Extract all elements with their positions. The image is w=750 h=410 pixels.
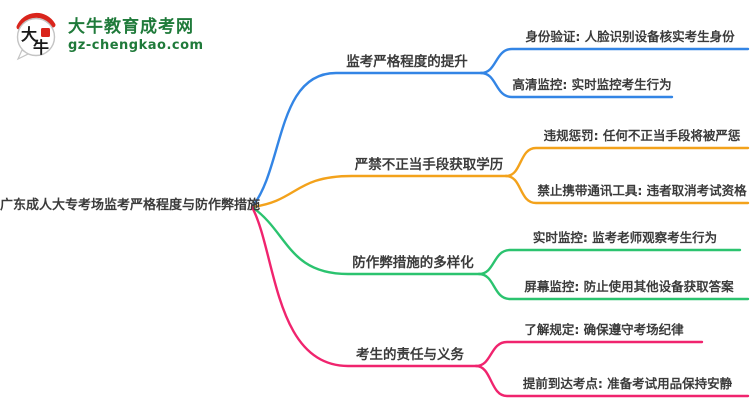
branch-2-child-2-label: 禁止携带通讯工具: 违者取消考试资格 bbox=[537, 183, 747, 198]
branch-4-child-1-line bbox=[474, 340, 704, 368]
logo-text-block: 大牛教育成考网 gz-chengkao.com bbox=[68, 16, 204, 54]
branch-3-child-2-label: 屏幕监控: 防止使用其他设备获取答案 bbox=[524, 279, 734, 294]
branch-2-curve bbox=[250, 174, 508, 209]
site-name: 大牛教育成考网 bbox=[68, 16, 194, 37]
branch-2-child-1-line bbox=[504, 146, 750, 178]
branch-4-label: 考生的责任与义务 bbox=[356, 347, 464, 363]
branch-2-child-2-line bbox=[504, 174, 750, 205]
branch-4-child-2-label: 提前到达考点: 准备考试用品保持安静 bbox=[522, 376, 733, 391]
svg-text:大: 大 bbox=[21, 25, 37, 44]
branch-3-child-1-line bbox=[477, 248, 742, 276]
branch-4-curve bbox=[250, 205, 478, 368]
branch-1-child-1-label: 身份验证: 人脸识别设备核实考生身份 bbox=[525, 29, 735, 44]
branch-1-label: 监考严格程度的提升 bbox=[346, 54, 468, 70]
branch-1-curve bbox=[250, 71, 483, 209]
branch-3-child-1-label: 实时监控: 监考老师观察考生行为 bbox=[532, 230, 718, 245]
branch-2-label: 严禁不正当手段获取学历 bbox=[354, 157, 504, 173]
branch-1-child-2-line bbox=[479, 71, 674, 99]
svg-text:牛: 牛 bbox=[33, 38, 49, 57]
branch-3-curve bbox=[250, 205, 481, 276]
branch-1-child-2-label: 高清监控: 实时监控考生行为 bbox=[512, 77, 672, 92]
branch-3-child-2-line bbox=[477, 272, 750, 301]
root-node: 广东成人大专考场监考严格程度与防作弊措施 bbox=[0, 198, 261, 213]
site-domain: gz-chengkao.com bbox=[68, 38, 204, 54]
bull-seal-icon: 大 牛 bbox=[16, 12, 56, 61]
branch-4-child-2-line bbox=[474, 364, 750, 398]
branch-2-child-1-label: 违规惩罚: 任何不正当手段将被严惩 bbox=[543, 128, 741, 143]
branch-4-child-1-label: 了解规定: 确保遵守考场纪律 bbox=[524, 322, 684, 337]
site-logo[interactable]: 大 牛 大牛教育成考网 gz-chengkao.com bbox=[12, 10, 204, 62]
branch-3-label: 防作弊措施的多样化 bbox=[352, 255, 474, 271]
branch-1-child-1-line bbox=[479, 47, 750, 75]
